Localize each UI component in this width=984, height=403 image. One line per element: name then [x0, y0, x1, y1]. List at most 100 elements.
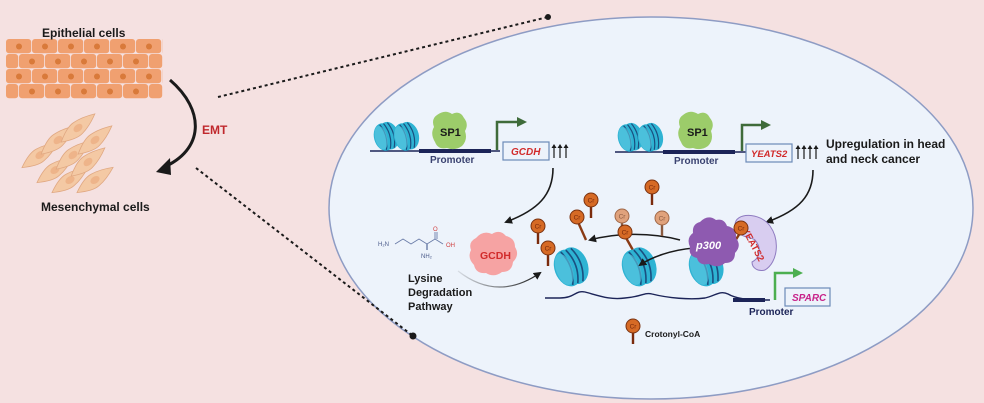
- promoter-label: Promoter: [430, 155, 475, 166]
- crotonyl-marker: Cr: [625, 318, 641, 344]
- sp1-label: SP1: [687, 127, 708, 139]
- p300-label: p300: [695, 240, 722, 252]
- cell-nucleus: [81, 88, 87, 95]
- promoter-bar: [663, 150, 735, 154]
- p300-crotonylation-arrow-1: [588, 233, 681, 243]
- lysine-pathway-line2: Degradation: [408, 287, 472, 299]
- crotonyl-marker: Cr: [654, 210, 670, 236]
- mesenchymal-cell: [76, 166, 114, 194]
- yeats2-gene-cassette: SP1 Promoter YEATS2: [614, 111, 819, 167]
- crotonyl-marker-label: Cr: [619, 214, 627, 221]
- cell-nucleus: [55, 58, 61, 65]
- zoom-line-bottom-dot: [409, 332, 417, 340]
- crotonyl-coa-legend-label: Crotonyl-CoA: [645, 329, 700, 339]
- gcdh-expression-arrow: [504, 167, 554, 224]
- lysine-pathway-line1: Lysine: [408, 273, 442, 285]
- up-arrow-head: [795, 145, 801, 149]
- mesenchymal-cell: [70, 147, 106, 177]
- gene-label-sparc: SPARC: [792, 293, 827, 304]
- promoter-label-sparc: Promoter: [749, 307, 794, 318]
- mesenchymal-cells-illustration: [21, 113, 114, 194]
- crotonyl-marker-label: Cr: [659, 216, 667, 223]
- lysine-pathway-line3: Pathway: [408, 301, 454, 313]
- gene-label-gcdh: GCDH: [511, 147, 541, 158]
- cell-nucleus: [42, 73, 48, 80]
- epithelial-cells-label: Epithelial cells: [42, 26, 126, 40]
- cell-nucleus: [16, 73, 22, 80]
- epithelial-cell: [149, 84, 163, 99]
- epithelial-cell: [6, 84, 19, 99]
- gene-box-sparc: [784, 287, 831, 307]
- cell-nucleus: [42, 43, 48, 50]
- crotonyl-marker: Cr: [733, 220, 749, 236]
- cell-nucleus: [133, 88, 139, 95]
- epithelial-cell: [6, 54, 19, 69]
- up-arrow-head: [563, 144, 569, 148]
- zoom-line-top-dot: [545, 14, 551, 20]
- mesenchymal-cell: [77, 125, 113, 155]
- tss-arrow-sparc: [773, 268, 803, 300]
- promoter-bar-sparc: [733, 298, 765, 302]
- gcdh-enzyme: [469, 231, 518, 276]
- lysine-amine-alpha: NH₂: [421, 254, 433, 260]
- mesenchymal-cells-label: Mesenchymal cells: [41, 200, 150, 214]
- crotonyl-marker: Cr: [540, 240, 556, 266]
- crotonyl-marker-label: Cr: [738, 226, 746, 233]
- cell-nucleus: [68, 73, 74, 80]
- chromatin-dna: [545, 290, 770, 301]
- gcdh-gene-cassette: SP1 Promoter GCDH: [370, 111, 569, 166]
- crotonyl-marker: Cr: [569, 209, 585, 225]
- cell-nucleus: [133, 58, 139, 65]
- upregulation-note-line1: Upregulation in head: [826, 137, 945, 151]
- gene-box-yeats2: [745, 143, 793, 163]
- cell-nucleus: [107, 88, 113, 95]
- crotonyl-marker-label: Cr: [622, 230, 630, 237]
- crotonyl-marker: Cr: [583, 192, 599, 218]
- sp1-protein: [678, 111, 713, 150]
- lysine-molecule: H₂N O OH NH₂: [378, 227, 455, 260]
- promoter-label: Promoter: [674, 156, 719, 167]
- mesenchymal-cell: [60, 113, 96, 143]
- up-arrow-head: [813, 145, 819, 149]
- cell-nucleus: [68, 43, 74, 50]
- crotonyl-marker-label: Cr: [545, 246, 553, 253]
- up-arrow-head: [557, 144, 563, 148]
- gene-box-gcdh: [502, 141, 550, 161]
- yeats2-expression-arrow: [765, 169, 814, 224]
- up-arrow-head: [801, 145, 807, 149]
- cell-nucleus: [29, 88, 35, 95]
- p300-protein: [688, 217, 739, 267]
- crotonyl-marker-label: Cr: [588, 198, 596, 205]
- up-arrow-head: [551, 144, 557, 148]
- cell-nucleus: [55, 88, 61, 95]
- crotonyl-marker: Cr: [617, 224, 633, 240]
- cell-nucleus: [146, 43, 152, 50]
- gene-label-yeats2: YEATS2: [751, 149, 788, 160]
- lysine-hydroxyl: OH: [446, 243, 455, 249]
- cell-nucleus: [120, 43, 126, 50]
- p300-crotonylation-arrow-2: [638, 247, 695, 267]
- cell-nucleus: [146, 73, 152, 80]
- epithelial-cells-illustration: [6, 39, 163, 99]
- cell-nucleus: [16, 43, 22, 50]
- cell-nucleus: [81, 58, 87, 65]
- crotonyl-marker: Cr: [614, 208, 630, 234]
- crotonyl-marker-label: Cr: [535, 224, 543, 231]
- crotonyl-marker-label: Cr: [649, 185, 657, 192]
- up-arrow-head: [807, 145, 813, 149]
- cell-nucleus: [29, 58, 35, 65]
- epithelial-cell: [149, 54, 163, 69]
- emt-arrow: [161, 78, 197, 170]
- crotonyl-marker-label: Cr: [574, 215, 582, 222]
- sp1-protein: [432, 111, 467, 150]
- upregulation-arrows-yeats2: [795, 145, 819, 159]
- tss-arrow: [740, 120, 771, 151]
- lysine-amine-left: H₂N: [378, 242, 389, 248]
- tss-arrow: [495, 117, 527, 150]
- promoter-bar: [419, 149, 491, 153]
- cell-nucleus: [94, 73, 100, 80]
- nucleus-ellipse: [328, 16, 974, 400]
